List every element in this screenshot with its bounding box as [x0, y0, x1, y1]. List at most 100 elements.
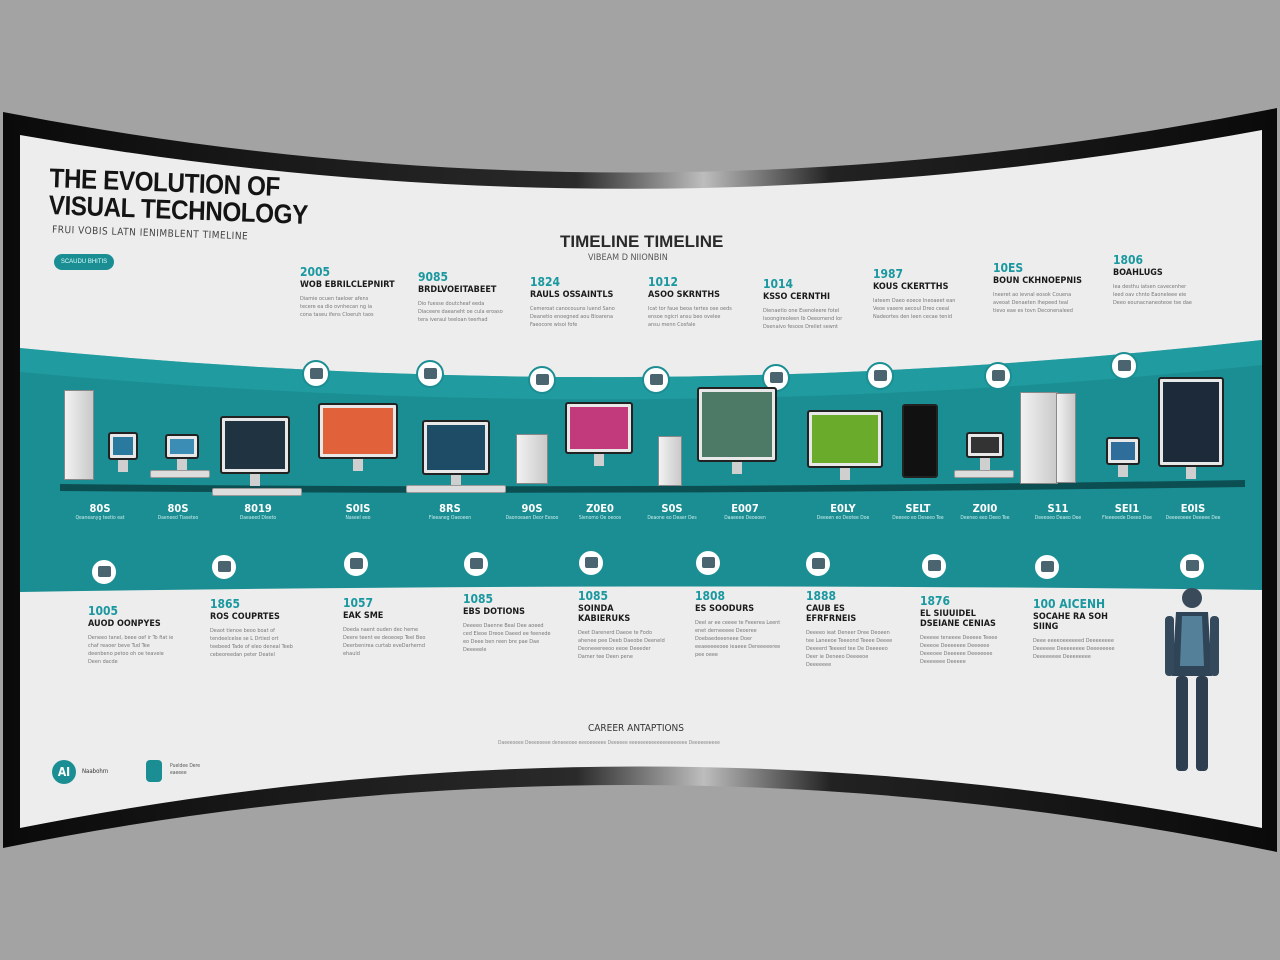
- pc-tower-icon: [658, 436, 682, 486]
- band-caption: Sienomo Oe oeoos: [578, 515, 622, 521]
- timeline-node-icon[interactable]: [342, 550, 370, 578]
- header-pill-button[interactable]: SCAUDU BHITIS: [54, 254, 114, 270]
- device-thumbnail-icon: [928, 560, 941, 571]
- monitor-icon: [1158, 377, 1224, 467]
- timeline-node-icon[interactable]: [804, 550, 832, 578]
- timeline-node-icon[interactable]: [416, 360, 444, 388]
- entry-heading: ES SOODURS: [695, 604, 755, 614]
- device-thumbnail-icon: [218, 561, 231, 572]
- timeline-node-icon[interactable]: [866, 362, 894, 390]
- monitor-stand-icon: [1186, 467, 1196, 479]
- monitor-stand-icon: [732, 462, 742, 474]
- band-caption: Deeneo eeo Deeo Tee: [960, 515, 1010, 521]
- pc-tower-icon: [64, 390, 94, 480]
- entry-heading: RAULS OSSAINTLS: [530, 290, 614, 300]
- band-caption: Daaeeee Deoeoen: [724, 515, 766, 521]
- timeline-title: TIMELINE TIMELINE: [560, 232, 724, 251]
- timeline-node-icon[interactable]: [1178, 552, 1206, 580]
- monitor-stand-icon: [980, 458, 990, 470]
- device-thumbnail-icon: [585, 557, 598, 568]
- timeline-node-icon[interactable]: [210, 553, 238, 581]
- laptop-icon: [422, 420, 490, 475]
- entry-body: Iateem Daeo eoece Ineoaeet ean Veoe vase…: [873, 298, 956, 320]
- monitor-stand-icon: [353, 459, 363, 471]
- entry-heading: BRDLVOEITABEET: [418, 285, 497, 295]
- entry-body: Deel ar ee ceeee te Feeerea Leent enet d…: [695, 620, 781, 658]
- keyboard-icon: [212, 488, 302, 496]
- timeline-node-icon[interactable]: [642, 366, 670, 394]
- band-year: Z0I0: [972, 502, 998, 515]
- entry-year: 1987: [873, 267, 904, 281]
- band-year: E007: [731, 502, 759, 515]
- monitor-stand-icon: [1118, 465, 1128, 477]
- band-caption: Deaone eo Deaer Des: [647, 515, 697, 521]
- timeline-node-icon[interactable]: [920, 552, 948, 580]
- band-year: E0LY: [830, 502, 856, 515]
- device-thumbnail-icon: [350, 558, 363, 569]
- device-thumbnail-icon: [650, 374, 663, 385]
- keyboard-icon: [954, 470, 1014, 478]
- entry-heading: KSSO CERNTHI: [763, 292, 831, 302]
- device-thumbnail-icon: [1118, 360, 1131, 371]
- timeline-node-icon[interactable]: [302, 360, 330, 388]
- footer-title: CAREER ANTAPTIONS: [588, 723, 685, 734]
- smartphone-icon: [902, 404, 938, 478]
- monitor-stand-icon: [840, 468, 850, 480]
- band-caption: Daeaeed Dleeto: [239, 515, 277, 521]
- monitor-icon: [318, 403, 398, 459]
- timeline-node-icon[interactable]: [462, 550, 490, 578]
- timeline-node-icon[interactable]: [90, 558, 118, 586]
- timeline-node-icon[interactable]: [984, 362, 1012, 390]
- entry-heading: ROS COUPRTES: [210, 612, 280, 622]
- band-caption: Naseel eeo: [345, 515, 371, 521]
- entry-body: Dio fuesse doutcheaf eeda Diaceere daean…: [418, 301, 503, 323]
- entry-body: Dienaetio one Esenoleere fotel Isoongire…: [763, 308, 843, 330]
- entry-heading: BOAHLUGS: [1113, 268, 1163, 278]
- timeline-node-icon[interactable]: [694, 549, 722, 577]
- band-year: E0IS: [1180, 502, 1206, 515]
- monitor-icon: [807, 410, 883, 468]
- screen-icon: [971, 437, 999, 453]
- entry-body: Deet Darenerd Daeoe te Fodo ahenee pee D…: [578, 630, 665, 660]
- band-caption: Deeeeoeee Deeeee Dee: [1165, 515, 1221, 521]
- device-thumbnail-icon: [1041, 561, 1054, 572]
- band-year: 8RS: [439, 502, 461, 515]
- screen-icon: [170, 439, 194, 454]
- band-caption: Fleeaneg Oaeoeen: [428, 515, 472, 521]
- entry-heading: ASOO SKRNTHS: [648, 290, 720, 300]
- band-year: 80S: [167, 502, 189, 515]
- timeline-node-icon[interactable]: [1110, 352, 1138, 380]
- screen-icon: [1111, 442, 1135, 460]
- monitor-icon: [165, 434, 199, 459]
- timeline-node-icon[interactable]: [528, 366, 556, 394]
- entry-year: 10ES: [993, 261, 1024, 275]
- band-year: S11: [1047, 502, 1069, 515]
- entry-year: 1014: [763, 277, 794, 291]
- band-caption: Deeeoeo Deaeo Dee: [1034, 515, 1082, 521]
- crt-monitor-icon: [108, 432, 138, 460]
- timeline-node-icon[interactable]: [577, 549, 605, 577]
- timeline-node-icon[interactable]: [1033, 553, 1061, 581]
- entry-body: Deeeeo ieat Deneer Dree Deoeen tee Lanee…: [806, 630, 893, 668]
- screen-icon: [570, 407, 628, 449]
- tablet-icon: [966, 432, 1004, 458]
- screen-icon: [702, 392, 772, 457]
- entry-year: 1824: [530, 275, 561, 289]
- entry-year: 1806: [1113, 253, 1144, 267]
- entry-heading: AUOD OONPYES: [88, 619, 161, 629]
